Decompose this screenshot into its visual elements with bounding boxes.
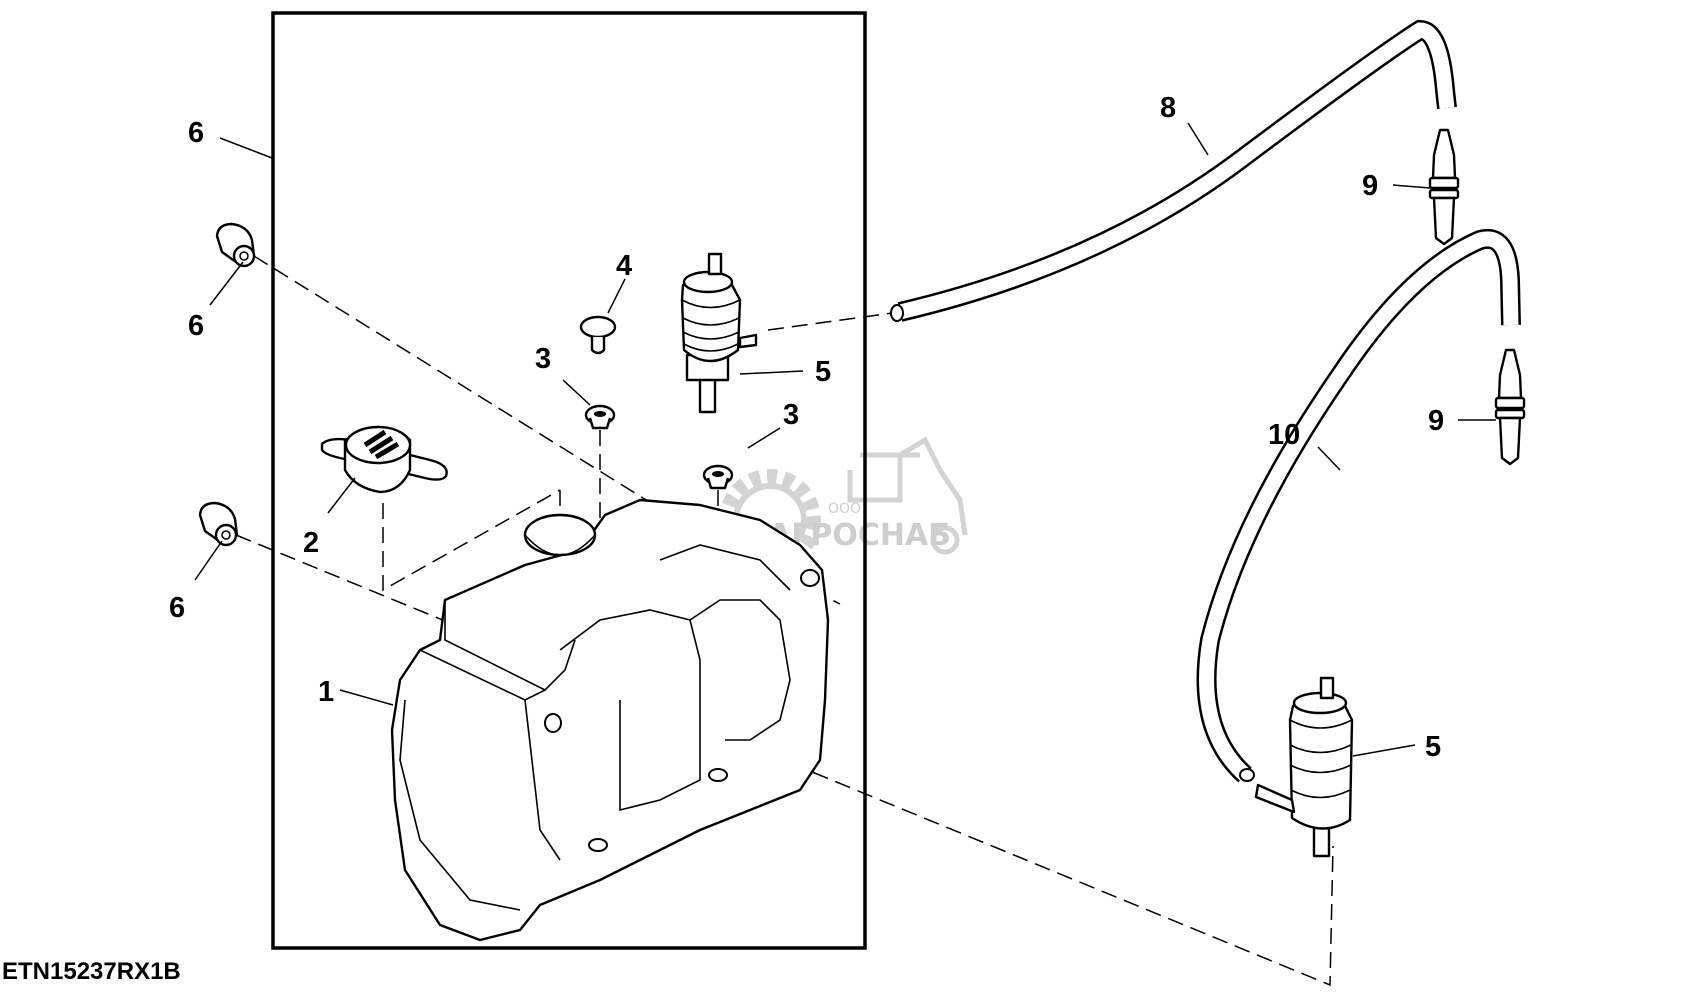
plug [579, 315, 617, 355]
callout-9-upper: 9 [1362, 170, 1378, 202]
connector-lower [1494, 348, 1526, 466]
connector-upper [1428, 128, 1460, 246]
callout-8: 8 [1160, 92, 1176, 124]
callout-3-upper: 3 [535, 343, 551, 375]
callout-9-lower: 9 [1428, 405, 1444, 437]
callout-5-lower: 5 [1425, 731, 1441, 763]
callout-4: 4 [616, 250, 632, 282]
hose-upper [890, 19, 1457, 322]
washer-pump-upper [680, 252, 758, 414]
grommet-lower [702, 464, 734, 490]
tractor-icon [847, 436, 968, 555]
hose-lower [1196, 228, 1521, 783]
callout-10: 10 [1268, 419, 1300, 451]
callout-5-upper: 5 [815, 356, 831, 388]
washer-tank [390, 498, 830, 942]
kit-frame [271, 11, 867, 950]
drawing-code: ETN15237RX1B [2, 958, 181, 985]
bushing-lower [198, 501, 239, 547]
callout-6-upper: 6 [188, 310, 204, 342]
washer-pump-lower [1254, 676, 1354, 858]
watermark-small-text: ООО [828, 501, 861, 517]
bushing-upper [215, 222, 256, 268]
leader-lines [194, 122, 1496, 757]
filler-cap [320, 425, 448, 494]
callout-7: 6 [188, 117, 204, 149]
callout-1: 1 [318, 676, 334, 708]
callouts: 6 6 6 2 1 3 4 5 3 8 9 10 9 5 [169, 92, 1444, 763]
callout-3-lower: 3 [783, 399, 799, 431]
callout-6-lower: 6 [169, 592, 185, 624]
callout-2: 2 [303, 527, 319, 559]
grommet-upper [584, 404, 616, 430]
